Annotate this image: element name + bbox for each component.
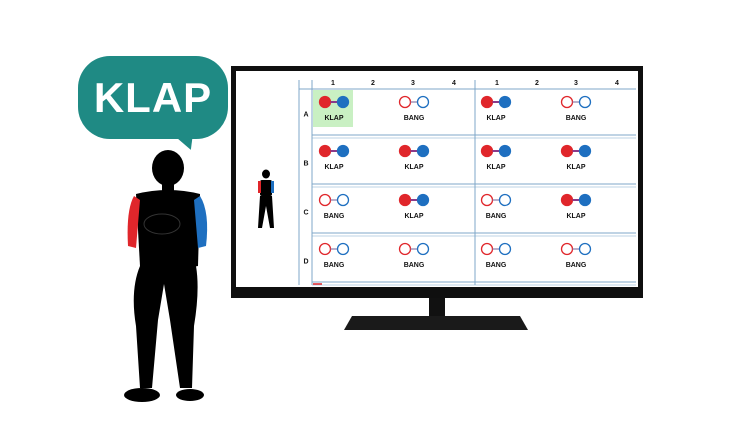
row-label: B bbox=[303, 161, 308, 168]
bead-right bbox=[498, 144, 512, 158]
small-figure-icon bbox=[258, 169, 274, 228]
bead-left bbox=[480, 95, 494, 109]
bead-right bbox=[416, 242, 430, 256]
cell-word: KLAP bbox=[324, 164, 343, 171]
column-header: 2 bbox=[535, 80, 539, 87]
bead-left bbox=[560, 144, 574, 158]
bead-right bbox=[416, 144, 430, 158]
bead-right bbox=[498, 193, 512, 207]
column-header: 4 bbox=[452, 80, 456, 87]
bead-right bbox=[336, 95, 350, 109]
bead-left bbox=[480, 193, 494, 207]
left-arm bbox=[127, 196, 140, 248]
cell-highlight bbox=[313, 90, 353, 127]
cell-word: BANG bbox=[566, 115, 587, 122]
column-header: 1 bbox=[331, 80, 335, 87]
cell-word: KLAP bbox=[566, 164, 585, 171]
bead-right bbox=[498, 95, 512, 109]
bead-right bbox=[578, 242, 592, 256]
bead-left bbox=[318, 242, 332, 256]
bead-left bbox=[398, 95, 412, 109]
cell-word: BANG bbox=[486, 262, 507, 269]
bead-left bbox=[318, 144, 332, 158]
column-header: 3 bbox=[411, 80, 415, 87]
column-header: 2 bbox=[371, 80, 375, 87]
bead-right bbox=[578, 144, 592, 158]
bead-right bbox=[336, 144, 350, 158]
bead-left bbox=[318, 193, 332, 207]
row-label: D bbox=[303, 259, 308, 266]
column-header: 3 bbox=[574, 80, 578, 87]
cell-word: KLAP bbox=[486, 115, 505, 122]
bead-right bbox=[416, 95, 430, 109]
bead-right bbox=[578, 95, 592, 109]
bead-right bbox=[498, 242, 512, 256]
bead-left bbox=[560, 242, 574, 256]
bead-right bbox=[578, 193, 592, 207]
cell-word: BANG bbox=[324, 262, 345, 269]
bead-left bbox=[318, 95, 332, 109]
cell-word: BANG bbox=[324, 213, 345, 220]
cell-word: BANG bbox=[404, 262, 425, 269]
column-header: 4 bbox=[615, 80, 619, 87]
bead-right bbox=[336, 242, 350, 256]
cell-word: KLAP bbox=[566, 213, 585, 220]
right-arm bbox=[194, 196, 208, 248]
bead-right bbox=[416, 193, 430, 207]
cell-word: KLAP bbox=[404, 213, 423, 220]
bead-left bbox=[480, 242, 494, 256]
speech-bubble: KLAP bbox=[78, 56, 228, 139]
cell-word: KLAP bbox=[404, 164, 423, 171]
column-header: 1 bbox=[495, 80, 499, 87]
cell-word: KLAP bbox=[486, 164, 505, 171]
bead-left bbox=[480, 144, 494, 158]
bead-left bbox=[398, 144, 412, 158]
bead-left bbox=[398, 242, 412, 256]
bead-left bbox=[560, 95, 574, 109]
bead-left bbox=[560, 193, 574, 207]
speech-bubble-text: KLAP bbox=[93, 73, 213, 121]
cell-word: BANG bbox=[566, 262, 587, 269]
cell-word: KLAP bbox=[324, 115, 343, 122]
cell-word: BANG bbox=[486, 213, 507, 220]
row-label: A bbox=[303, 112, 308, 119]
clapping-figure bbox=[124, 150, 208, 402]
bead-left bbox=[398, 193, 412, 207]
bead-right bbox=[336, 193, 350, 207]
cell-word: BANG bbox=[404, 115, 425, 122]
row-label: C bbox=[303, 210, 308, 217]
